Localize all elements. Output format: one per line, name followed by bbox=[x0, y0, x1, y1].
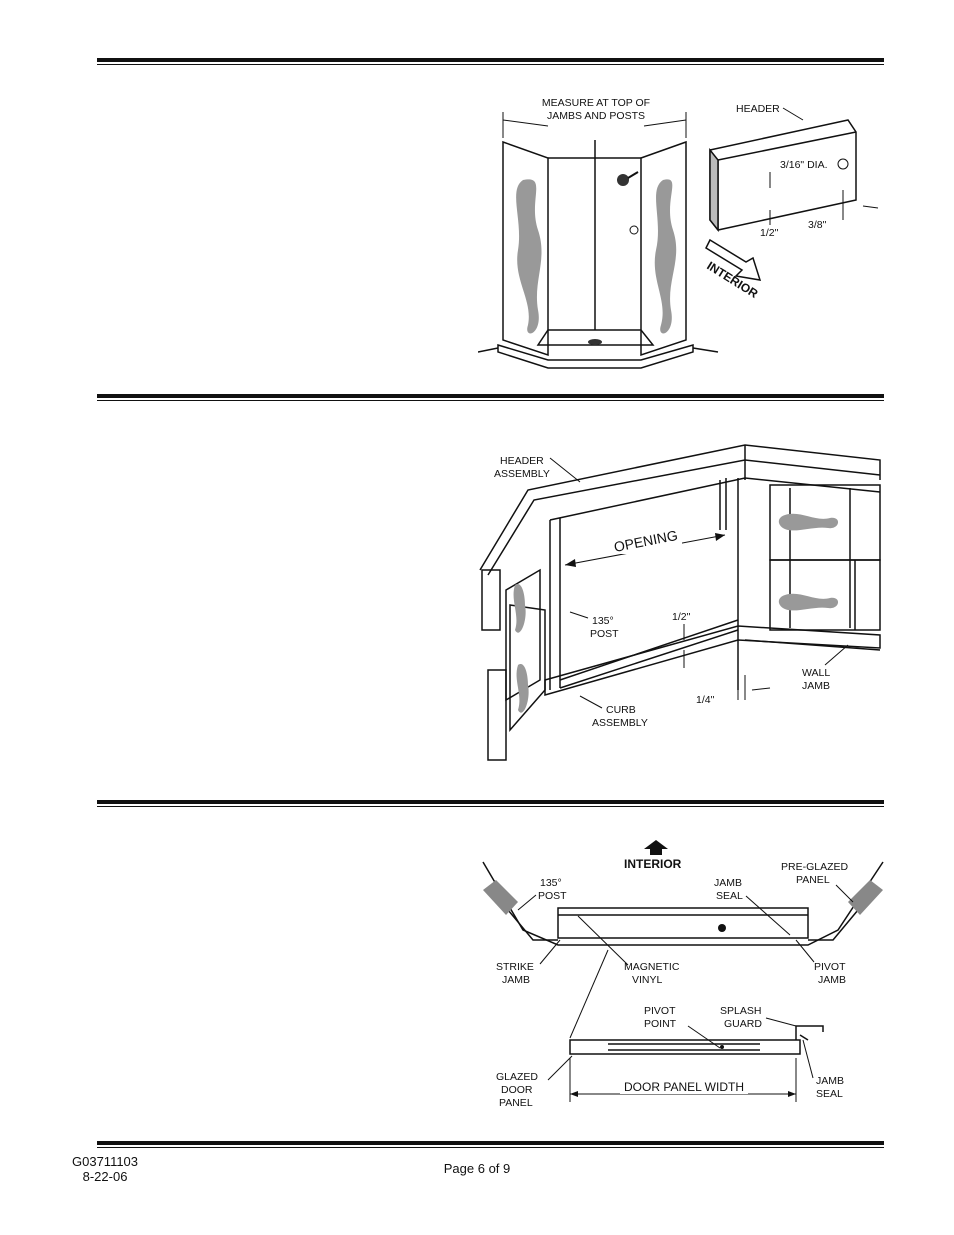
pivot-point-line1: PIVOT bbox=[644, 1005, 676, 1017]
post-angle-label-2: 135° bbox=[540, 877, 562, 889]
hole-diameter-label: 3/16" DIA. bbox=[780, 159, 828, 171]
preglazed-line1: PRE-GLAZED bbox=[781, 861, 849, 873]
magnetic-vinyl-line1: MAGNETIC bbox=[624, 961, 680, 973]
pivot-jamb-line2: JAMB bbox=[818, 974, 846, 986]
measure-label-line1: MEASURE AT TOP OF bbox=[542, 97, 650, 109]
dim-quarter-inch: 1/4" bbox=[696, 694, 715, 706]
splash-guard-line2: GUARD bbox=[724, 1018, 762, 1030]
pivot-jamb-line1: PIVOT bbox=[814, 961, 846, 973]
figure-door-panel-plan: INTERIOR 135° POST JAMB SEAL PRE-GLAZED … bbox=[482, 840, 884, 1109]
magnetic-vinyl-line2: VINYL bbox=[632, 974, 663, 986]
section-divider-2 bbox=[97, 394, 884, 401]
interior-label: INTERIOR bbox=[624, 857, 682, 871]
header-label: HEADER bbox=[736, 103, 780, 115]
doc-date: 8-22-06 bbox=[82, 1169, 128, 1184]
footer-doc-info: G03711103 8-22-06 bbox=[72, 1154, 138, 1184]
post-angle-label: 135° bbox=[592, 615, 614, 627]
footer-divider bbox=[97, 1141, 884, 1148]
dim-three-eighths: 3/8" bbox=[808, 219, 827, 231]
strike-jamb-line1: STRIKE bbox=[496, 961, 534, 973]
section-divider-1 bbox=[97, 58, 884, 65]
post-label-2: POST bbox=[538, 890, 567, 902]
door-panel-width-label: DOOR PANEL WIDTH bbox=[624, 1080, 744, 1094]
glazed-door-line2: DOOR bbox=[501, 1084, 533, 1096]
dim-half-inch-2: 1/2" bbox=[672, 611, 691, 623]
dim-half-inch: 1/2" bbox=[760, 227, 779, 239]
strike-jamb-line2: JAMB bbox=[502, 974, 530, 986]
doc-number: G03711103 bbox=[72, 1154, 139, 1169]
page-number: Page 6 of 9 bbox=[443, 1161, 511, 1176]
measure-label-line2: JAMBS AND POSTS bbox=[547, 110, 645, 122]
preglazed-line2: PANEL bbox=[796, 874, 830, 886]
interior-arrow-icon bbox=[644, 840, 668, 855]
header-assembly-line1: HEADER bbox=[500, 455, 544, 467]
jamb-seal-top-line1: JAMB bbox=[714, 877, 742, 889]
jamb-seal-top-line2: SEAL bbox=[716, 890, 743, 902]
jamb-seal-bottom-line1: JAMB bbox=[816, 1075, 844, 1087]
glazed-door-line1: GLAZED bbox=[496, 1071, 538, 1083]
section-divider-3 bbox=[97, 800, 884, 807]
figure-header-curb-assembly: HEADER ASSEMBLY OPEN bbox=[479, 444, 881, 761]
figure-enclosure-measurement: MEASURE AT TOP OF JAMBS AND POSTS HEADER… bbox=[478, 97, 879, 369]
curb-line2: ASSEMBLY bbox=[592, 717, 648, 729]
glazed-door-line3: PANEL bbox=[499, 1097, 533, 1109]
post-label: POST bbox=[590, 628, 619, 640]
jamb-seal-bottom-line2: SEAL bbox=[816, 1088, 843, 1100]
curb-line1: CURB bbox=[606, 704, 636, 716]
pivot-point-line2: POINT bbox=[644, 1018, 677, 1030]
wall-jamb-line1: WALL bbox=[802, 667, 830, 679]
splash-guard-line1: SPLASH bbox=[720, 1005, 761, 1017]
header-assembly-line2: ASSEMBLY bbox=[494, 468, 550, 480]
wall-jamb-line2: JAMB bbox=[802, 680, 830, 692]
